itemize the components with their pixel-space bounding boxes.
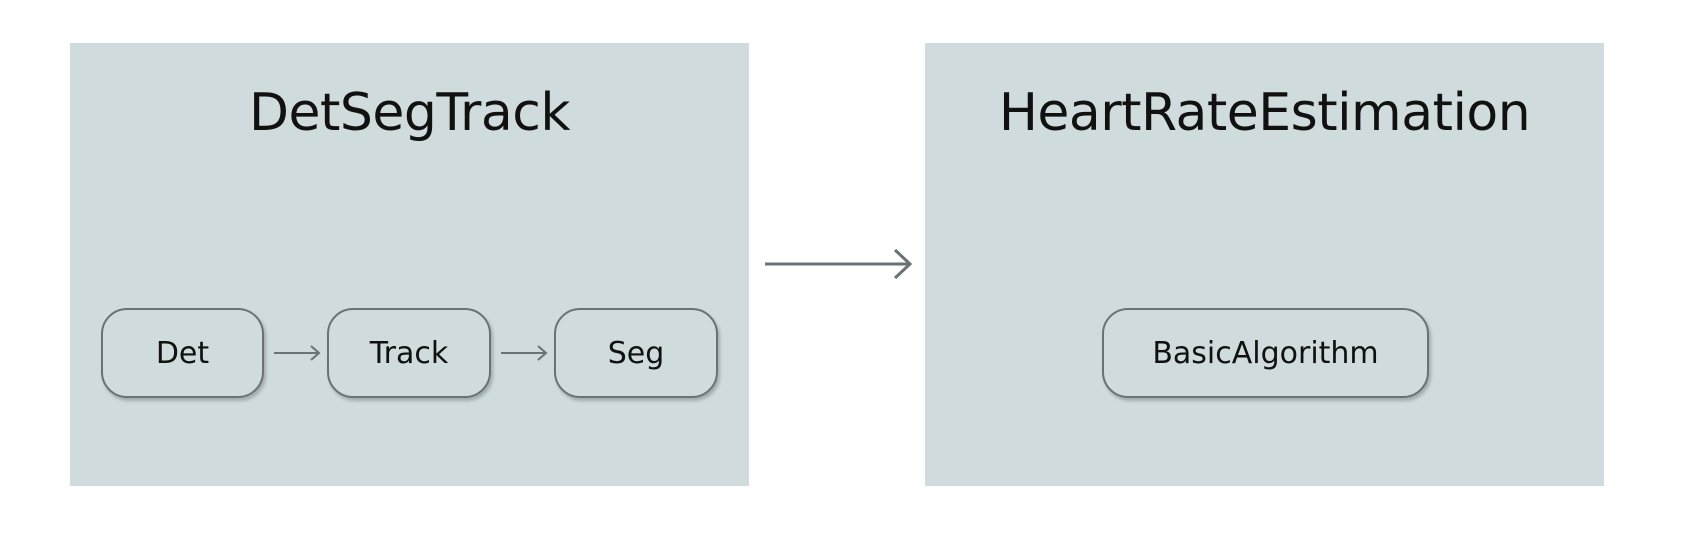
arrow-detsegtrack-to-heartrate [765,248,913,280]
panel-detsegtrack: DetSegTrack Det Track Seg [70,43,749,486]
panel-title-detsegtrack: DetSegTrack [249,83,571,143]
node-basicalgorithm: BasicAlgorithm [1102,308,1429,398]
node-det-label: Det [155,335,210,371]
panel-title-heartrateestimation: HeartRateEstimation [998,83,1531,143]
node-det: Det [101,308,264,398]
node-basicalgorithm-label: BasicAlgorithm [1152,335,1379,371]
panel-heartrateestimation: HeartRateEstimation BasicAlgorithm [925,43,1604,486]
node-seg-label: Seg [607,335,665,371]
node-track-label: Track [369,335,449,371]
arrow-det-to-track [274,345,321,361]
arrow-track-to-seg [501,345,548,361]
node-track: Track [327,308,491,398]
node-seg: Seg [554,308,718,398]
